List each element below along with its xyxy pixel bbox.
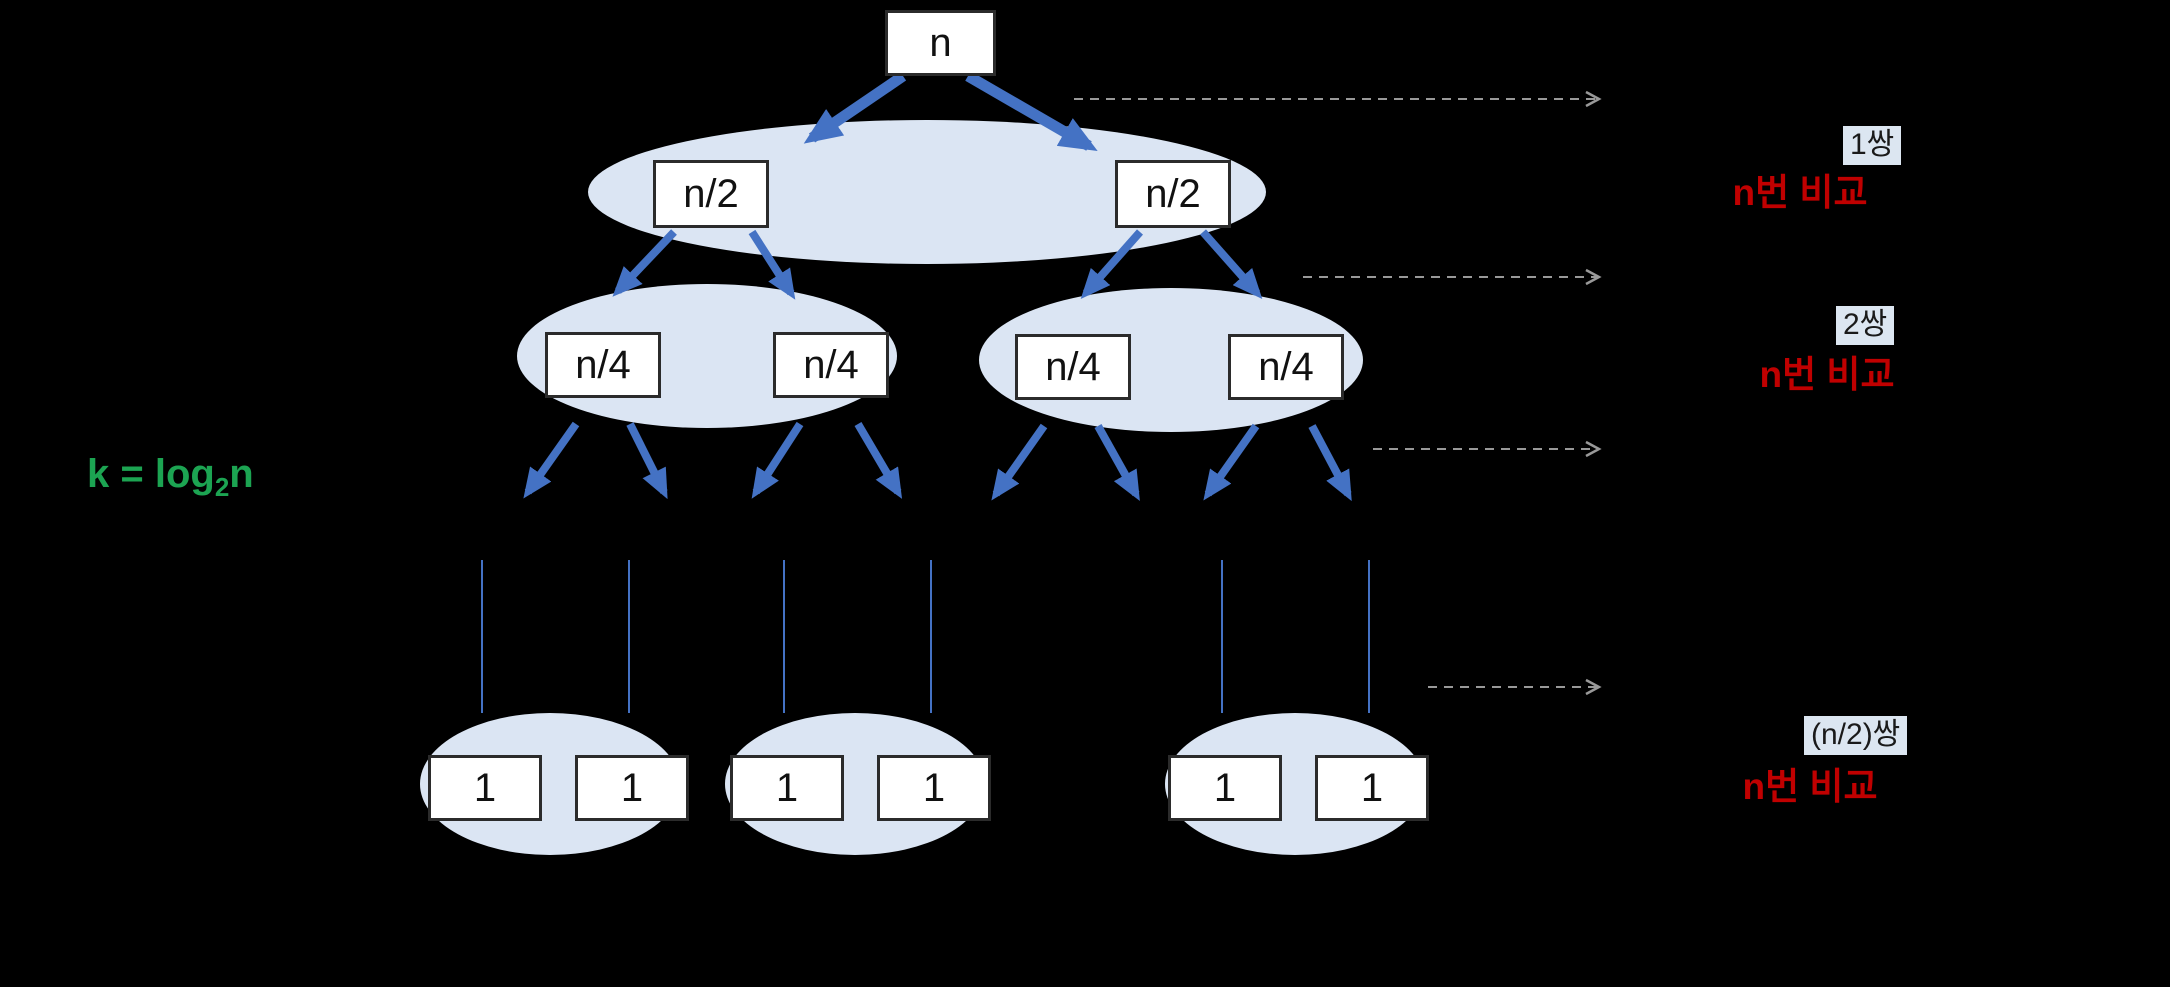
tree-node-root: n <box>885 10 996 76</box>
depth-formula-prefix: k = log <box>87 452 215 496</box>
pair-count-badge-level1: 1쌍 <box>1843 126 1902 165</box>
pair-count-badge-level2: 2쌍 <box>1836 306 1895 345</box>
split-arrow-l1b-left <box>1080 229 1143 299</box>
split-arrow-root-right <box>965 71 1098 152</box>
depth-formula: k = log2n <box>87 452 254 503</box>
split-arrow-l2-7 <box>1203 423 1260 501</box>
tree-node-l2-2: n/4 <box>773 332 889 398</box>
split-arrow-l2-6 <box>1094 424 1140 501</box>
split-arrow-l2-5 <box>991 423 1048 501</box>
split-arrow-l2-1 <box>523 421 580 499</box>
depth-formula-subscript: 2 <box>214 472 230 502</box>
tree-node-leaf-2: 1 <box>575 755 689 821</box>
comparison-label-leaf-level: n번 비교 <box>1742 766 1878 807</box>
split-arrow-root-left <box>803 71 907 144</box>
split-arrow-l1a-left <box>612 229 677 297</box>
tree-node-l1-2: n/2 <box>1115 160 1231 228</box>
split-arrow-l1b-right <box>1200 229 1263 299</box>
split-arrow-l2-3 <box>751 421 804 499</box>
split-arrow-l2-2 <box>626 422 668 500</box>
split-arrow-l2-4 <box>854 421 903 499</box>
tree-node-leaf-5: 1 <box>1168 755 1282 821</box>
pair-count-badge-leaf-level: (n/2)쌍 <box>1804 716 1908 755</box>
comparison-label-level1: n번 비교 <box>1732 172 1868 213</box>
tree-node-leaf-6: 1 <box>1315 755 1429 821</box>
comparison-label-level2: n번 비교 <box>1759 354 1895 395</box>
tree-node-leaf-3: 1 <box>730 755 844 821</box>
tree-node-l2-4: n/4 <box>1228 334 1344 400</box>
split-arrow-l2-8 <box>1308 424 1352 502</box>
tree-node-l1-1: n/2 <box>653 160 769 228</box>
tree-node-l2-3: n/4 <box>1015 334 1131 400</box>
tree-node-leaf-1: 1 <box>428 755 542 821</box>
split-arrow-l1a-right <box>748 229 796 300</box>
tree-node-l2-1: n/4 <box>545 332 661 398</box>
tree-node-leaf-4: 1 <box>877 755 991 821</box>
depth-formula-suffix: n <box>229 452 254 496</box>
